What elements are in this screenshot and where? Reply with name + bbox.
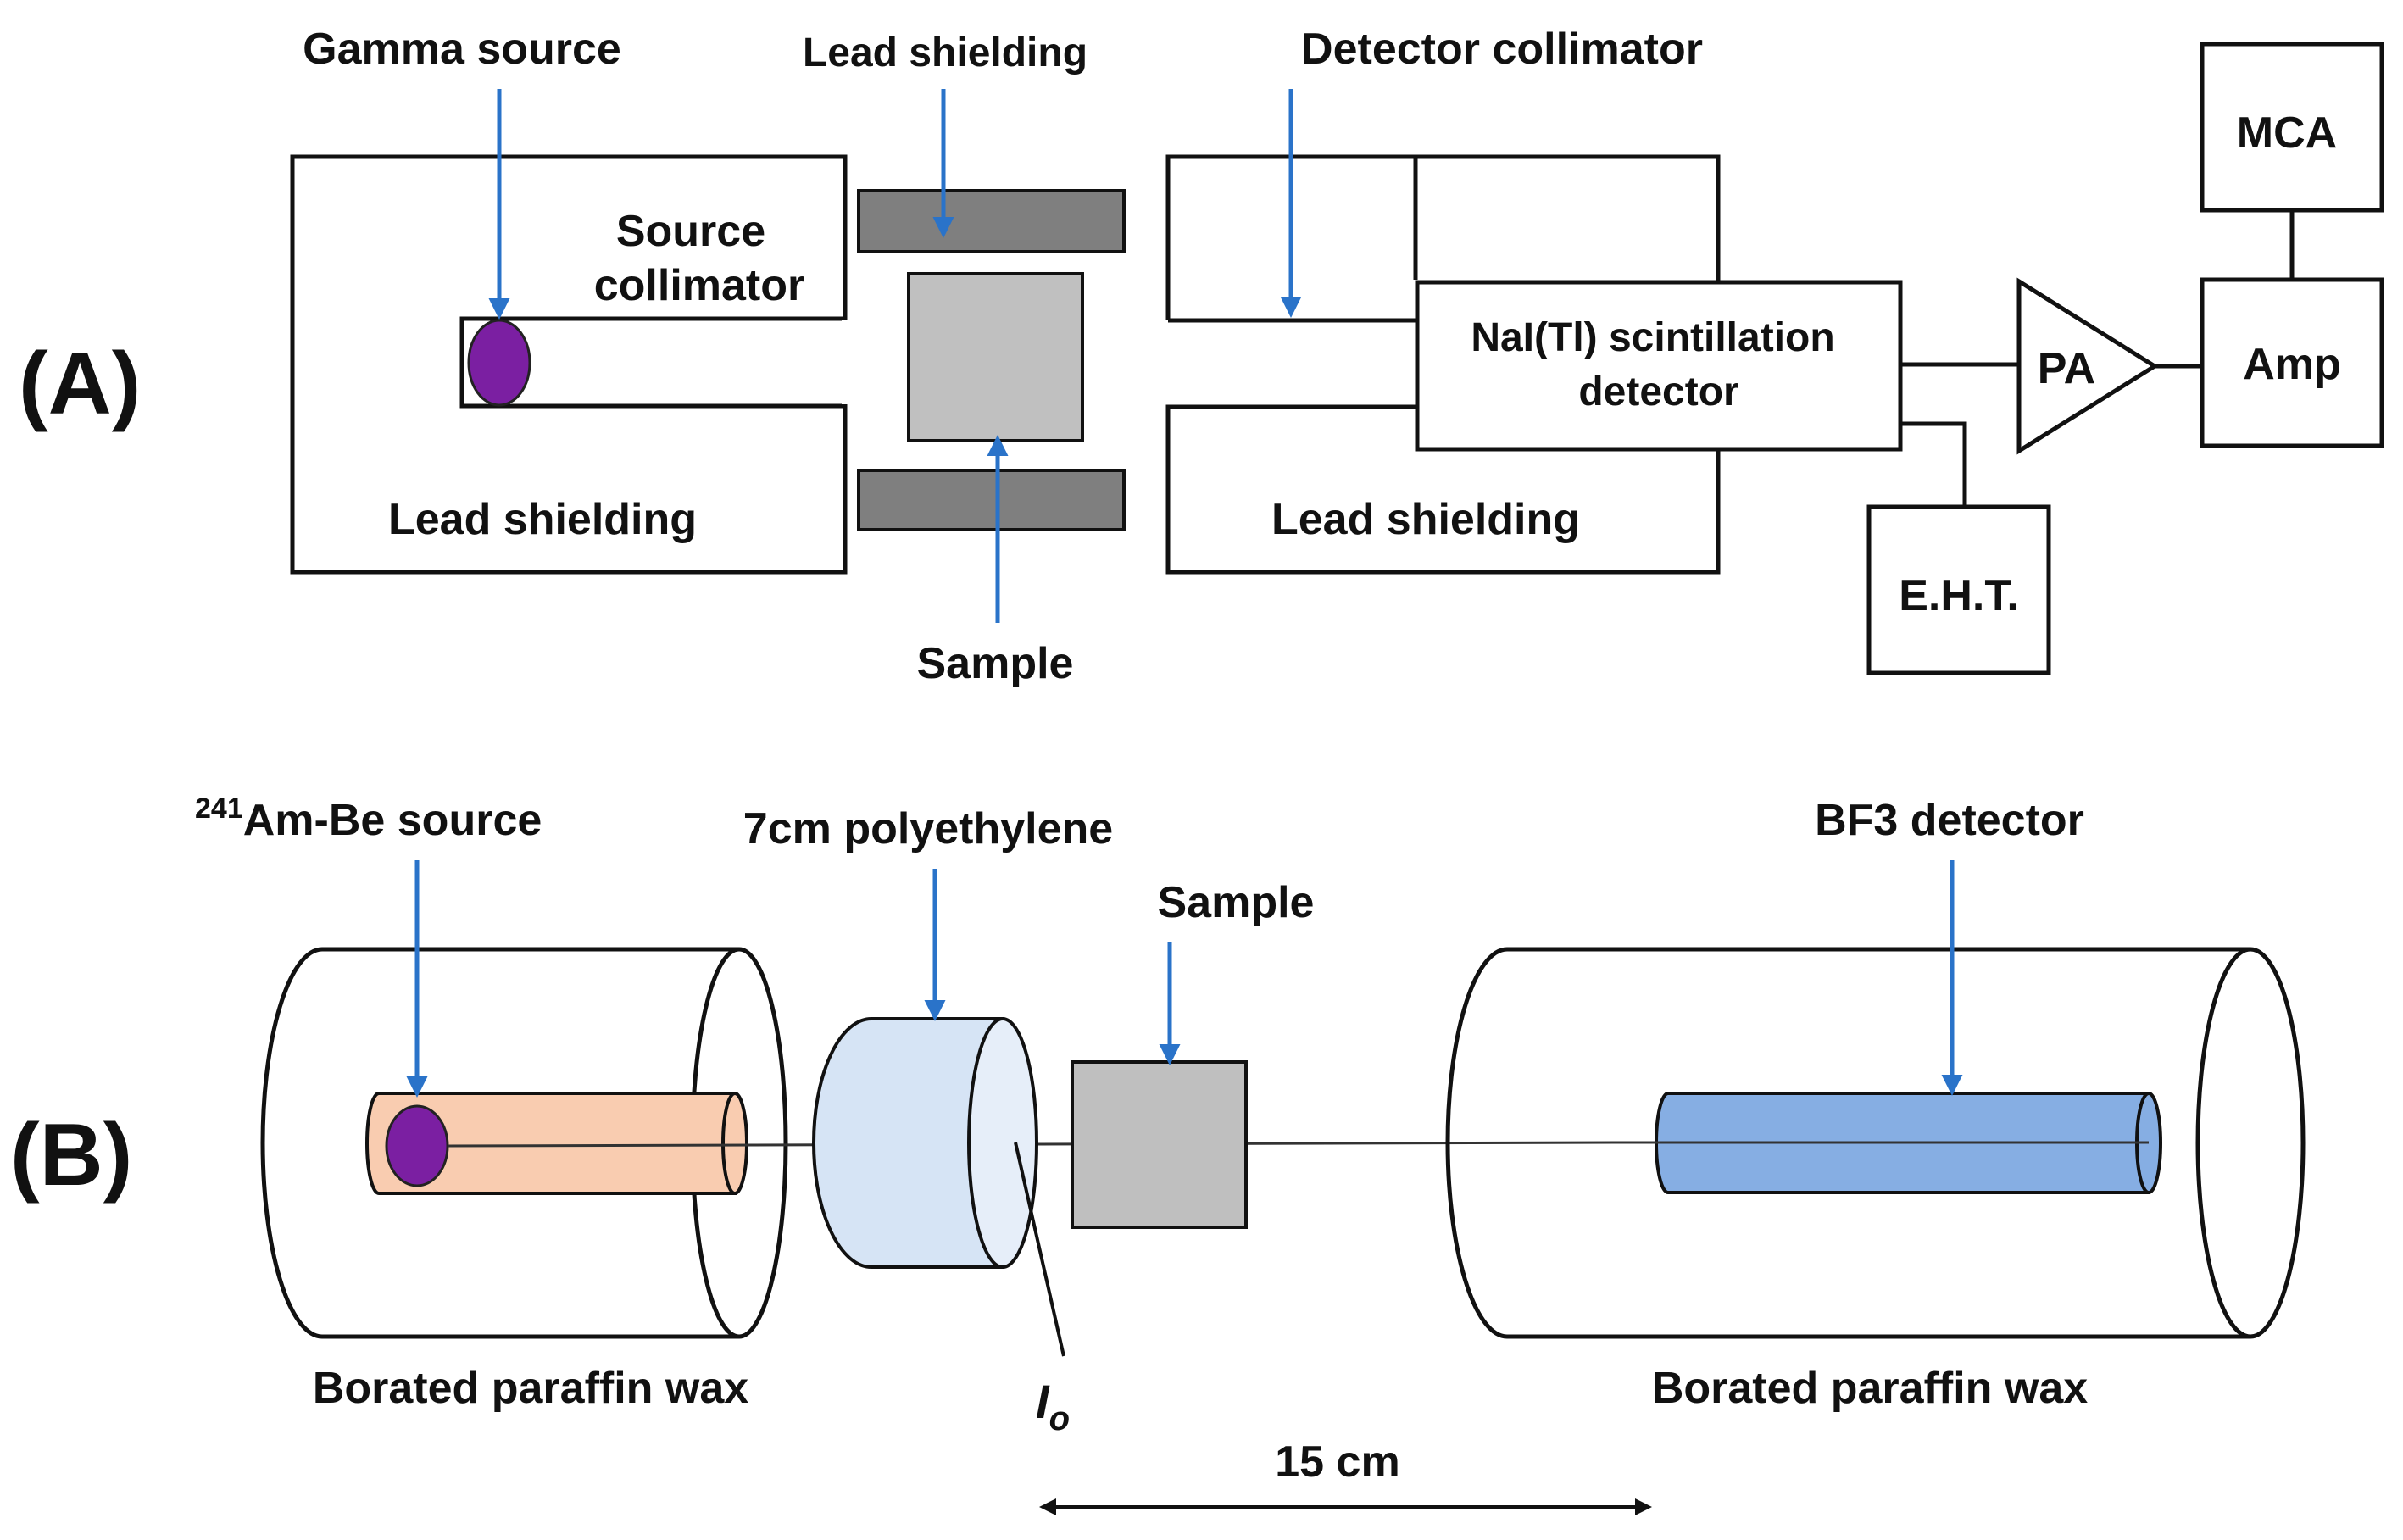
wax-cylinder-right [1445,947,2250,1339]
io-pointer [1014,1142,1065,1357]
wax-cylinder-left [260,947,739,1339]
sample-a-label: Sample [917,639,1074,688]
am-be-source [385,1104,449,1187]
panel-b: (B) 241Am-Be source 7cm polyethylene Sam… [10,792,2306,1515]
gamma-source-label: Gamma source [303,25,621,74]
lead-shielding-left-label: Lead shielding [388,495,697,544]
polyethylene-moderator [812,1017,1004,1269]
wire-detector-eht [1900,421,1967,507]
wax-right-label: Borated paraffin wax [1652,1364,2088,1413]
sample-a [907,272,1084,442]
preamplifier [2016,277,2159,455]
panel-a: (A) Source collimator Lead shielding Lea… [19,25,2384,688]
distance-label: 15 cm [1275,1437,1399,1487]
bf3-detector-label: BF3 detector [1815,796,2084,845]
detector-label-line1: NaI(Tl) scintillation [1471,315,1834,360]
mca-label: MCA [2237,108,2337,158]
lead-shielding-top-label: Lead shielding [803,31,1087,75]
lead-shielding-right-label: Lead shielding [1271,495,1580,544]
source-tube [365,1092,737,1195]
sample-b-label: Sample [1158,878,1315,927]
mca [2200,42,2384,213]
detector-shield-top-outline [1413,154,1721,282]
gamma-source [467,319,531,407]
eht-supply [1866,504,2051,675]
nai-detector [1415,280,1903,452]
wax-left-label: Borated paraffin wax [313,1364,748,1413]
detector-collimator-label: Detector collimator [1301,25,1703,74]
wax-cylinder-right-face [2195,947,2306,1339]
pa-label: PA [2038,344,2095,393]
lead-bar-top [857,189,1126,253]
lead-bar-bottom [857,469,1126,531]
eht-label: E.H.T. [1899,571,2019,620]
io-label: Io [1036,1375,1070,1437]
detector-label-line2: detector [1578,370,1738,414]
polyethylene-label: 7cm polyethylene [743,804,1113,853]
sample-b [1071,1060,1248,1229]
source-collimator-label-line1: Source [616,207,765,256]
source-collimator-label-line2: collimator [594,261,805,310]
amp-label: Amp [2243,340,2341,389]
panel-b-label: (B) [10,1106,132,1204]
am-be-source-label: 241Am-Be source [195,792,542,845]
detector-shield-bottom-outline [1165,404,1721,575]
panel-a-label: (A) [19,335,141,433]
